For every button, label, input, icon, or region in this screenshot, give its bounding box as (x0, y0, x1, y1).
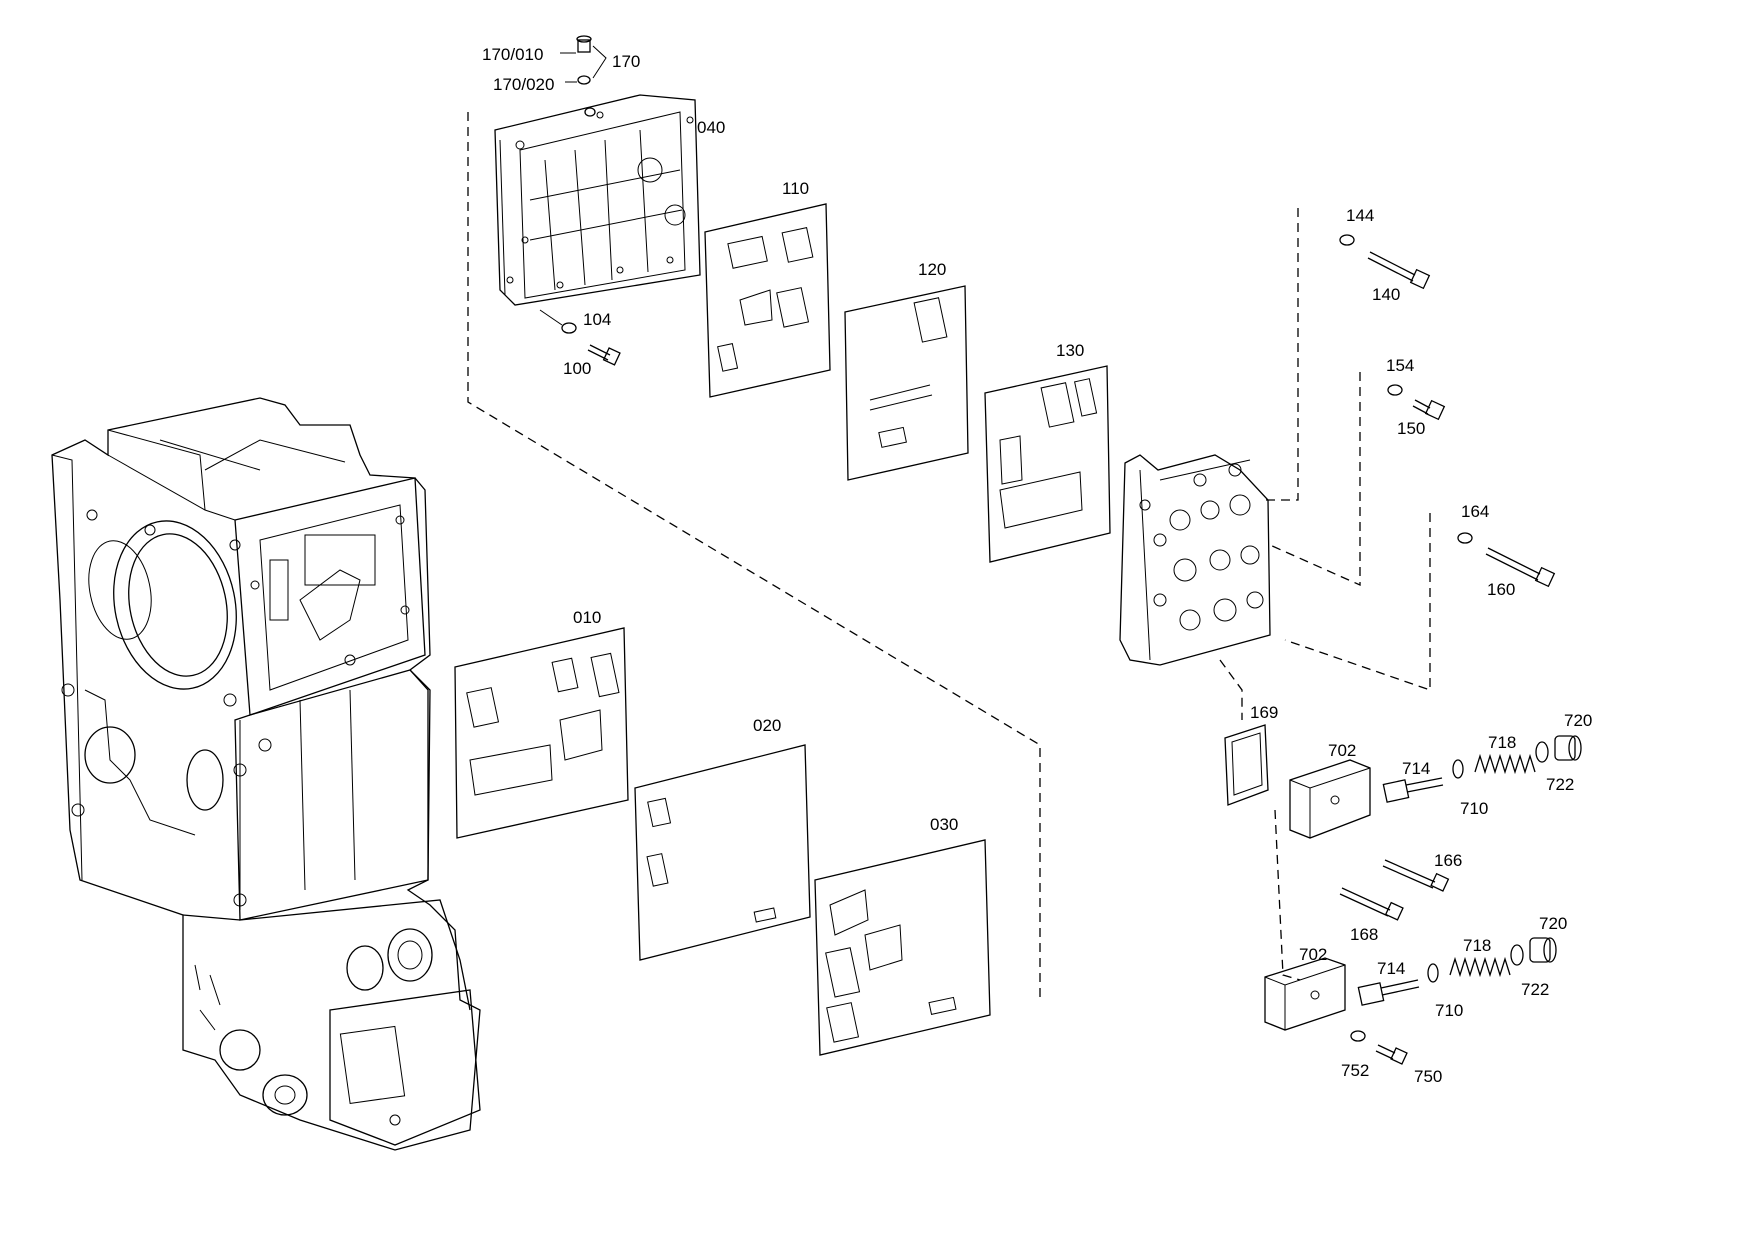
label-170-010: 170/010 (482, 45, 544, 64)
valve-housing-702-upper (1289, 759, 1371, 839)
label-720-lower: 720 (1539, 914, 1568, 933)
label-702-lower: 702 (1299, 945, 1328, 964)
transmission-housing (51, 397, 481, 1151)
label-702-upper: 702 (1328, 741, 1357, 760)
bolt-150 (1387, 384, 1446, 421)
bolt-160 (1457, 532, 1556, 588)
label-100: 100 (563, 359, 592, 378)
label-030: 030 (930, 815, 959, 834)
label-718-lower: 718 (1463, 936, 1492, 955)
label-168: 168 (1350, 925, 1379, 944)
label-164: 164 (1461, 502, 1490, 521)
bolt-100 (539, 309, 621, 366)
label-722-upper: 722 (1546, 775, 1575, 794)
label-722-lower: 722 (1521, 980, 1550, 999)
valve-plate-040 (494, 94, 701, 306)
intermediate-plate-130 (984, 365, 1111, 563)
label-170-020: 170/020 (493, 75, 555, 94)
label-718-upper: 718 (1488, 733, 1517, 752)
intermediate-plate-120 (844, 285, 969, 481)
bolt-166 (1382, 859, 1450, 892)
valve-body (1119, 454, 1271, 666)
label-110: 110 (782, 179, 810, 198)
bolt-168 (1339, 887, 1404, 921)
valve-housing-702-lower (1264, 957, 1346, 1031)
label-710-lower: 710 (1435, 1001, 1464, 1020)
label-752: 752 (1341, 1061, 1370, 1080)
label-166: 166 (1434, 851, 1463, 870)
label-720-upper: 720 (1564, 711, 1593, 730)
gasket-plate-010 (454, 627, 629, 839)
gasket-169 (1224, 724, 1269, 806)
label-170: 170 (612, 52, 641, 71)
separator-plate-020 (634, 744, 811, 961)
spool-assembly-upper (1382, 735, 1582, 803)
screw-750 (1350, 1030, 1408, 1065)
label-144: 144 (1346, 206, 1375, 225)
label-040: 040 (697, 118, 726, 137)
label-750: 750 (1414, 1067, 1443, 1086)
label-154: 154 (1386, 356, 1415, 375)
label-714-upper: 714 (1402, 759, 1431, 778)
label-169: 169 (1250, 703, 1279, 722)
plug-screw-170 (560, 35, 607, 117)
spool-assembly-lower (1357, 937, 1557, 1006)
label-150: 150 (1397, 419, 1426, 438)
label-020: 020 (753, 716, 782, 735)
assembly-guide-lines (467, 112, 1431, 1000)
label-714-lower: 714 (1377, 959, 1406, 978)
label-130: 130 (1056, 341, 1085, 360)
label-160: 160 (1487, 580, 1516, 599)
label-710-upper: 710 (1460, 799, 1489, 818)
bolt-140 (1339, 234, 1431, 290)
label-140: 140 (1372, 285, 1401, 304)
gasket-plate-030 (814, 839, 991, 1056)
label-104: 104 (583, 310, 612, 329)
intermediate-plate-110 (704, 203, 831, 398)
label-120: 120 (918, 260, 947, 279)
label-010: 010 (573, 608, 602, 627)
